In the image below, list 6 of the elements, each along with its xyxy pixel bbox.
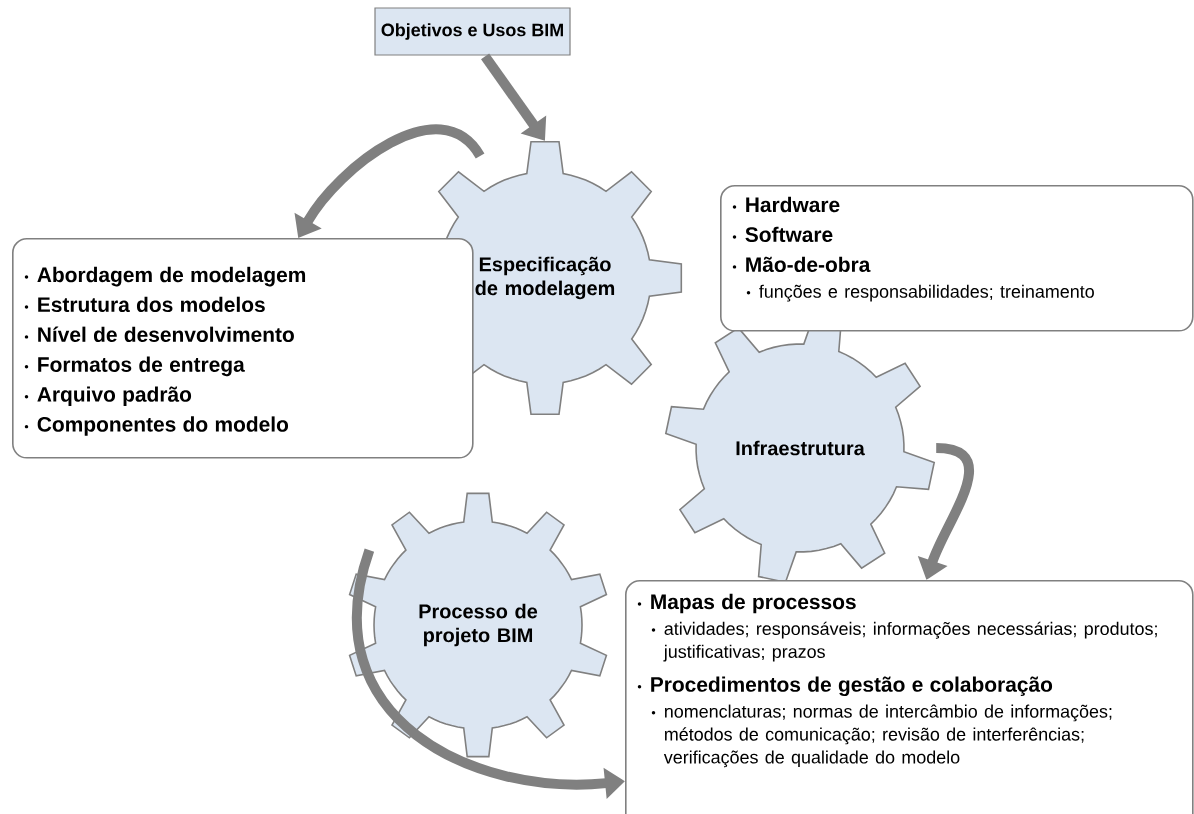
- list-box: Hardware Software Mão-de-obra funções e responsabilidades; treinamento: [720, 185, 1194, 332]
- list-box: Mapas de processos atividades; responsáveis; informações necessárias; produtos; justificativas; prazos Procedimentos de gestão e colaboração nomenclaturas; normas de intercâmbio de informações; métodos de comunicação; revisão de interferências; verificações de qualidade do modelo: [625, 580, 1194, 814]
- title-box: Objetivos e Usos BIM: [374, 7, 571, 56]
- gear: Infraestrutura: [664, 312, 936, 584]
- list-box: Abordagem de modelagem Estrutura dos modelos Nível de desenvolvimento Formatos de entrega Arquivo padrão Componentes do modelo: [12, 238, 474, 459]
- gear: Processo de projeto BIM: [348, 492, 608, 758]
